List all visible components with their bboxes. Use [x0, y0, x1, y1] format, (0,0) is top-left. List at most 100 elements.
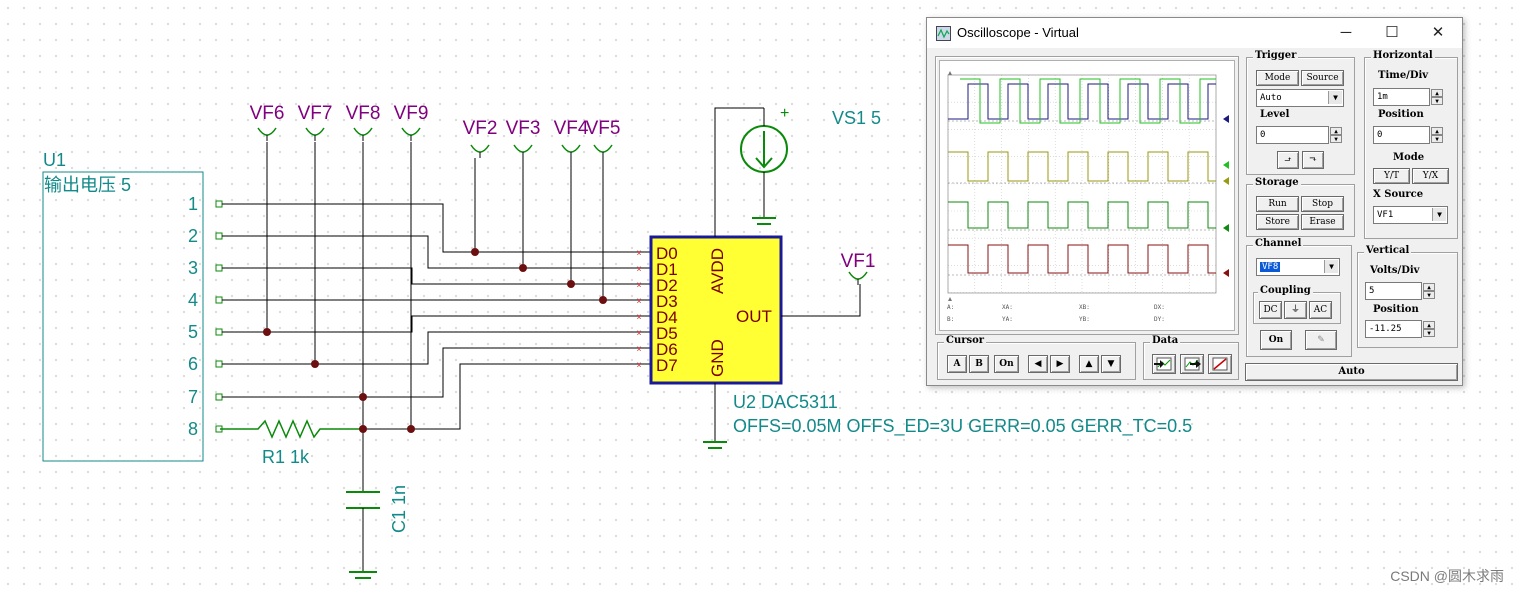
- h-position-input[interactable]: 0▲▼: [1373, 126, 1443, 144]
- run-button[interactable]: Run: [1256, 196, 1299, 212]
- cursor-down-arrow-icon[interactable]: ▼: [1101, 355, 1121, 373]
- probe-vf9[interactable]: VF9: [394, 103, 429, 141]
- coupling-ground-icon[interactable]: ⏚: [1284, 301, 1307, 319]
- time-div-spinner[interactable]: ▲▼: [1431, 89, 1443, 105]
- trigger-source-button[interactable]: Source: [1301, 70, 1344, 86]
- probe-vf3[interactable]: VF3: [506, 118, 541, 158]
- trigger-panel: Trigger Mode Source Auto▼ Level 0▲▼ ⬏ ⬎: [1246, 50, 1355, 175]
- u1-pin-label: 8: [188, 419, 198, 439]
- h-position-spinner[interactable]: ▲▼: [1431, 127, 1443, 143]
- volts-div-spinner[interactable]: ▲▼: [1423, 283, 1435, 299]
- u1-pin-terminal[interactable]: [215, 296, 223, 304]
- stop-button[interactable]: Stop: [1301, 196, 1344, 212]
- wire[interactable]: [222, 331, 651, 365]
- channel-level-marker[interactable]: [1223, 224, 1229, 232]
- cursor-on-button[interactable]: On: [994, 355, 1019, 373]
- u1-pin-terminal[interactable]: [215, 232, 223, 240]
- junction-dot: [599, 296, 607, 304]
- channel-on-button[interactable]: On: [1260, 330, 1292, 350]
- chevron-down-icon[interactable]: ▼: [1432, 208, 1446, 221]
- time-div-input[interactable]: 1m▲▼: [1373, 88, 1443, 106]
- probe-vf4[interactable]: VF4: [554, 118, 589, 158]
- trigger-mode-value: Auto: [1260, 93, 1282, 103]
- wire[interactable]: [222, 267, 651, 285]
- watermark: CSDN @圆木求雨: [1390, 568, 1504, 584]
- mode-yt-button[interactable]: Y/T: [1373, 168, 1410, 184]
- x-source-select[interactable]: VF1▼: [1373, 206, 1448, 224]
- channel-level-marker[interactable]: [1223, 177, 1229, 185]
- channel-level-marker[interactable]: [1223, 269, 1229, 277]
- storage-panel: Storage Run Stop Store Erase: [1246, 177, 1355, 237]
- window-title: Oscilloscope - Virtual: [957, 25, 1079, 40]
- v-position-input[interactable]: -11.25▲▼: [1365, 320, 1435, 338]
- cursor-b-button[interactable]: B: [969, 355, 989, 373]
- wire[interactable]: [222, 315, 651, 333]
- chevron-down-icon[interactable]: ▼: [1328, 91, 1342, 104]
- channel-title: Channel: [1253, 238, 1304, 249]
- mode-yx-button[interactable]: Y/X: [1412, 168, 1449, 184]
- u1-pin-terminal[interactable]: [215, 200, 223, 208]
- minimize-button[interactable]: ─: [1340, 24, 1352, 41]
- u1-body[interactable]: [42, 171, 204, 462]
- cursor-up-arrow-icon[interactable]: ▲: [1079, 355, 1099, 373]
- probe-vf2[interactable]: VF2: [463, 118, 498, 158]
- probe-vf5[interactable]: VF5: [586, 118, 621, 158]
- cursor-right-arrow-icon[interactable]: ▶: [1050, 355, 1070, 373]
- junction-dot: [263, 328, 271, 336]
- pen-color-icon[interactable]: ✎: [1305, 330, 1337, 350]
- wire[interactable]: [222, 203, 651, 253]
- u1-pin-terminal[interactable]: [215, 360, 223, 368]
- volts-div-input[interactable]: 5▲▼: [1365, 282, 1435, 300]
- trigger-mode-select[interactable]: Auto ▼: [1256, 89, 1344, 107]
- trigger-mode-button[interactable]: Mode: [1256, 70, 1299, 86]
- c1-label: C1 1n: [389, 485, 409, 533]
- auto-button[interactable]: Auto: [1245, 363, 1458, 381]
- u1-pin-terminal[interactable]: [215, 264, 223, 272]
- store-button[interactable]: Store: [1256, 214, 1299, 230]
- import-data-icon[interactable]: [1152, 354, 1176, 374]
- trigger-title: Trigger: [1253, 50, 1299, 61]
- probe-vf6[interactable]: VF6: [250, 103, 285, 141]
- trigger-level-spinner[interactable]: ▲▼: [1330, 127, 1342, 143]
- probe-vf8[interactable]: VF8: [346, 103, 381, 141]
- clear-data-icon[interactable]: [1208, 354, 1232, 374]
- scope-display[interactable]: [939, 60, 1235, 331]
- maximize-button[interactable]: ☐: [1385, 24, 1399, 41]
- export-data-icon[interactable]: [1180, 354, 1204, 374]
- trigger-level-input[interactable]: 0▲▼: [1256, 126, 1342, 144]
- wire[interactable]: [222, 347, 651, 398]
- probe-vf6-label: VF6: [250, 103, 285, 124]
- u1-pin-terminal[interactable]: [215, 328, 223, 336]
- channel-level-marker[interactable]: [1223, 115, 1229, 123]
- coupling-ac-button[interactable]: AC: [1309, 301, 1332, 319]
- u1-pin-terminal[interactable]: [215, 393, 223, 401]
- wire[interactable]: [222, 235, 651, 269]
- channel-level-marker[interactable]: [1223, 161, 1229, 169]
- titlebar[interactable]: Oscilloscope - Virtual ─ ☐ ✕: [927, 18, 1462, 48]
- probe-vf7[interactable]: VF7: [298, 103, 333, 141]
- cursor-a-button[interactable]: A: [947, 355, 967, 373]
- channel-select[interactable]: VF8▼: [1256, 258, 1340, 276]
- probe-vf9-label: VF9: [394, 103, 429, 124]
- junction-dot: [311, 360, 319, 368]
- r1-resistor[interactable]: [220, 419, 362, 439]
- junction-dot: [567, 280, 575, 288]
- probe-out[interactable]: VF1: [841, 251, 876, 285]
- coupling-dc-button[interactable]: DC: [1259, 301, 1282, 319]
- probe-vf4-symbol: [561, 144, 581, 153]
- chevron-down-icon[interactable]: ▼: [1324, 260, 1338, 273]
- erase-button[interactable]: Erase: [1301, 214, 1344, 230]
- trigger-rising-edge-button[interactable]: ⬏: [1277, 151, 1299, 169]
- coupling-title: Coupling: [1258, 285, 1313, 296]
- u2-dac-body[interactable]: [649, 235, 783, 385]
- trigger-falling-edge-button[interactable]: ⬎: [1302, 151, 1324, 169]
- v-position-spinner[interactable]: ▲▼: [1423, 321, 1435, 337]
- close-button[interactable]: ✕: [1431, 24, 1445, 41]
- storage-title: Storage: [1253, 177, 1301, 188]
- cursor-left-arrow-icon[interactable]: ◀: [1028, 355, 1048, 373]
